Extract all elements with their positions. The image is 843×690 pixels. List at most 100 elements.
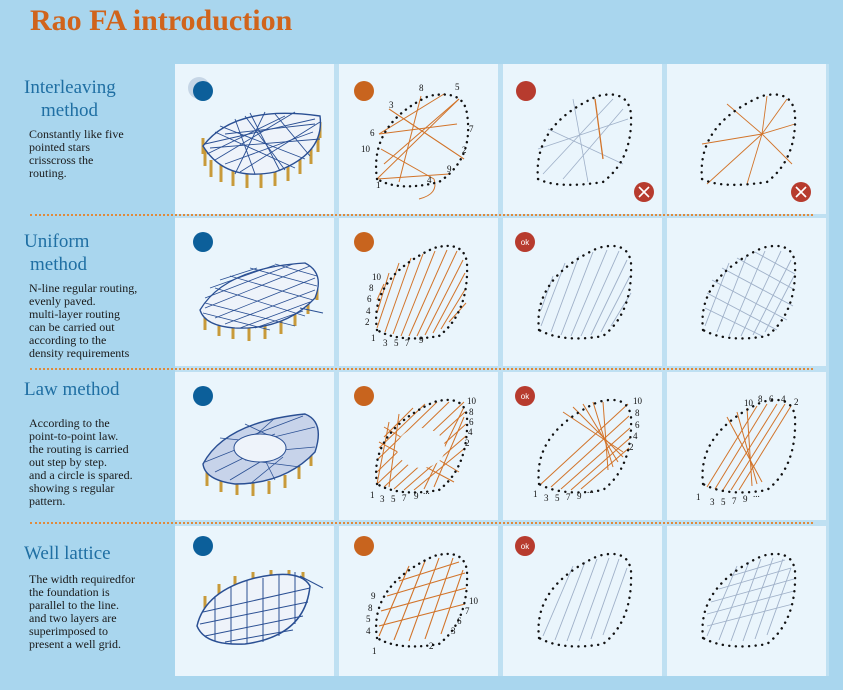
- star-route-lines: [701, 95, 796, 185]
- cell-plain-route: 10 8 6 4 2 1 3 5 7 9 ...: [667, 372, 826, 520]
- route-number: 2: [465, 438, 470, 448]
- route-number: 5: [366, 614, 371, 624]
- route-number: 3: [451, 626, 456, 636]
- route-number: 8: [368, 603, 373, 613]
- highlight-line: [594, 98, 604, 160]
- route-number: 6: [469, 417, 474, 427]
- route-number: 8: [419, 83, 424, 93]
- route-number: 7: [566, 492, 571, 502]
- orange-route-lines: [376, 93, 465, 183]
- route-number: 9: [577, 491, 582, 501]
- route-number: 5: [455, 82, 460, 92]
- model-cross-lines: [204, 111, 321, 175]
- route-number: 3: [380, 494, 385, 504]
- route-number: 8: [758, 394, 763, 404]
- badge-text: ok: [521, 392, 530, 401]
- blue-dot-icon: [193, 81, 213, 101]
- point-boundary: [537, 552, 633, 648]
- route-number: 7: [405, 338, 410, 348]
- route-number: 6: [635, 420, 640, 430]
- model-grid-lines: [202, 263, 318, 331]
- cell-red-route: ok 10 8 6 4 2 1 3 5 7 9 ...: [503, 372, 662, 520]
- cell-red-route: [503, 64, 662, 214]
- method-name: Well lattice: [24, 543, 111, 564]
- route-number: 1: [696, 492, 701, 502]
- route-number: 3: [389, 100, 394, 110]
- crosshatch-lines: [704, 250, 796, 337]
- point-boundary: [374, 93, 470, 188]
- point-boundary: [700, 93, 797, 187]
- route-number: 1: [371, 333, 376, 343]
- route-number: 6: [769, 394, 774, 404]
- route-number: 9: [447, 164, 452, 174]
- route-number: 9: [419, 335, 424, 345]
- route-number: 6: [367, 294, 372, 304]
- svg-plain-law: 10 8 6 4 2 1 3 5 7 9 ...: [696, 394, 799, 507]
- svg-orange-law: 10 8 6 4 2 1 3 5 7 9 ...: [354, 386, 477, 504]
- route-number: 6: [457, 616, 462, 626]
- svg-3d-interleaving: [188, 77, 322, 188]
- route-number: 7: [732, 496, 737, 506]
- red-badge-icon: [515, 386, 535, 406]
- page-title: Rao FA introduction: [30, 4, 293, 37]
- orange-dot-icon: [354, 386, 374, 406]
- orange-dot-icon: [354, 81, 374, 101]
- cell-orange-route: 10 8 6 4 2 1 3 5 7 9 ...: [339, 372, 498, 520]
- route-number: ...: [587, 485, 594, 495]
- route-number: 2: [365, 317, 370, 327]
- route-number: 5: [555, 493, 560, 503]
- svg-3d-well: [193, 536, 324, 645]
- row-divider: [30, 522, 813, 524]
- route-number: 1: [370, 490, 375, 500]
- route-number: 3: [383, 338, 388, 348]
- orange-route-lines: [706, 403, 792, 491]
- route-number: 4: [633, 431, 638, 441]
- tail-line: [299, 307, 324, 314]
- cell-orange-route: 10 8 6 4 2 1 3 5 7 9: [339, 218, 498, 366]
- route-number: 4: [468, 427, 473, 437]
- svg-star-interleaving: [700, 93, 811, 202]
- route-number: 8: [469, 407, 474, 417]
- svg-orange-uniform: 10 8 6 4 2 1 3 5 7 9: [354, 232, 469, 348]
- row-divider: [30, 368, 813, 370]
- cell-3d-model: [175, 372, 334, 520]
- route-number: 4: [781, 394, 786, 404]
- point-boundary: [537, 398, 633, 494]
- point-boundary: [374, 398, 469, 494]
- point-boundary: [536, 93, 633, 187]
- cross-icon: [634, 182, 654, 202]
- route-number: 1: [376, 180, 381, 190]
- orange-dot-icon: [354, 232, 374, 252]
- route-number: 10: [469, 596, 479, 606]
- svg-red-interleaving: [516, 81, 654, 202]
- method-name: Law method: [24, 379, 120, 400]
- point-boundary: [701, 552, 797, 648]
- blue-dot-icon: [193, 232, 213, 252]
- route-number: 3: [710, 497, 715, 507]
- badge-text: ok: [521, 542, 530, 551]
- route-number: 7: [469, 124, 474, 134]
- route-number: ...: [423, 486, 430, 496]
- route-number: 5: [391, 494, 396, 504]
- cell-3d-model: [175, 64, 334, 214]
- route-number: 5: [721, 497, 726, 507]
- point-boundary: [701, 398, 797, 494]
- cell-orange-route: 8 5 3 7 6 10 2 9 4 1: [339, 64, 498, 214]
- cell-3d-model: [175, 218, 334, 366]
- row-divider: [30, 214, 813, 216]
- svg-red-law: ok 10 8 6 4 2 1 3 5 7 9 ...: [515, 386, 643, 503]
- route-number: 5: [394, 338, 399, 348]
- route-number: 8: [369, 283, 374, 293]
- orange-lattice-lines: [378, 557, 467, 642]
- orange-dot-icon: [354, 536, 374, 556]
